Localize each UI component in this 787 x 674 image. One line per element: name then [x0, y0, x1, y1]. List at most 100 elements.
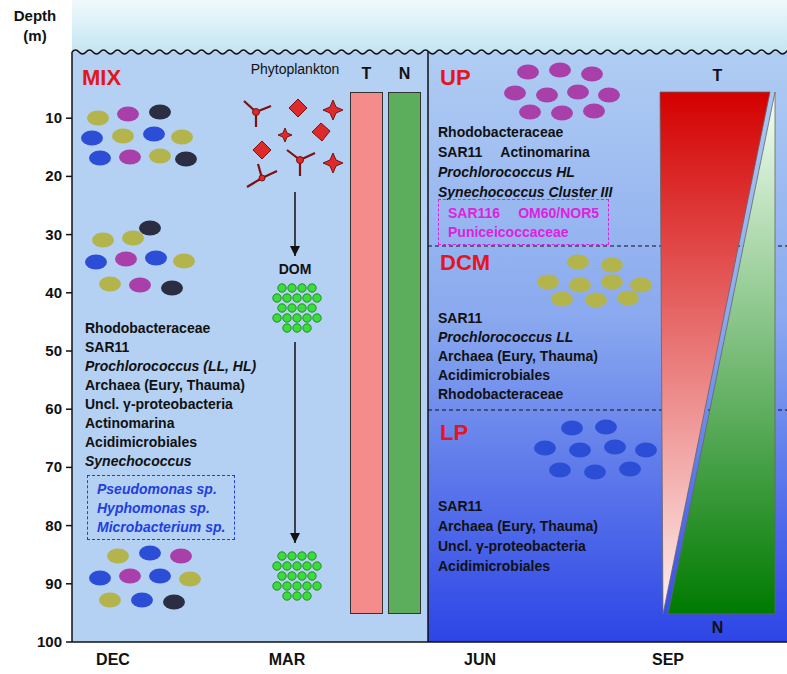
- bacterial-cell: [149, 569, 171, 584]
- dom-particle: [293, 582, 301, 590]
- depth-tick: [66, 176, 72, 178]
- bacterial-cell: [537, 275, 559, 290]
- label-holder: 100: [20, 633, 62, 651]
- dom-particle: [303, 294, 311, 302]
- bacterial-cell: [171, 130, 193, 145]
- taxon-name: Microbacterium sp.: [97, 518, 225, 537]
- dom-particle: [278, 284, 286, 292]
- gradient-bar: [350, 92, 383, 614]
- bacterial-cell: [569, 278, 591, 293]
- indicator-taxa-box: SAR116OM60/NOR5Puniceicoccaceae: [438, 199, 609, 245]
- phytoplankton-cell: [323, 153, 343, 173]
- dom-particle: [283, 592, 291, 600]
- taxon-name: Acidimicrobiales: [85, 433, 197, 452]
- dom-particle: [298, 572, 306, 580]
- taxa-row: Microbacterium sp.: [97, 517, 225, 536]
- dom-particle: [293, 562, 301, 570]
- phytoplankton-cell: [259, 175, 265, 181]
- label-holder: Depth (m): [6, 6, 64, 46]
- taxa-list: RhodobacteraceaeSAR11Prochlorococcus (LL…: [85, 318, 256, 470]
- dom-particle: [313, 562, 321, 570]
- dom-particle: [313, 582, 321, 590]
- depth-value: 100: [20, 633, 62, 651]
- depth-value: 50: [20, 342, 62, 360]
- taxon-name: Archaea (Eury, Thauma): [85, 376, 245, 395]
- bacterial-cell: [149, 149, 171, 164]
- taxa-row: Archaea (Eury, Thauma): [85, 375, 256, 394]
- label-holder: MAR: [247, 650, 327, 670]
- bacterial-cell: [601, 258, 623, 273]
- flow-arrow: [294, 192, 296, 256]
- phytoplankton-cells: [244, 99, 343, 187]
- dom-particle: [283, 314, 291, 322]
- bacterial-cell: [584, 465, 606, 480]
- bacterial-cell: [163, 595, 185, 610]
- taxa-row: SAR11: [438, 308, 598, 327]
- taxa-row: Prochlorococcus (LL, HL): [85, 356, 256, 375]
- bacterial-cell: [122, 231, 144, 246]
- label-holder: 60: [20, 400, 62, 418]
- depth-tick: [66, 525, 72, 527]
- label-holder: 10: [20, 109, 62, 127]
- taxa-row: SAR116OM60/NOR5: [448, 203, 599, 222]
- dom-particle: [303, 324, 311, 332]
- taxon-name: SAR11: [85, 338, 129, 357]
- dcm-layer-band: DCMSAR11Prochlorococcus LLArchaea (Eury,…: [428, 246, 787, 410]
- taxon-name: SAR11: [438, 496, 482, 516]
- bacterial-cell: [598, 88, 620, 103]
- taxon-name: SAR11: [438, 142, 482, 162]
- gradient-bar: [388, 92, 421, 614]
- axis-title: Depth (m): [6, 6, 64, 46]
- phytoplankton-cell: [253, 109, 260, 116]
- label-holder: 30: [20, 226, 62, 244]
- bacterial-cell: [581, 67, 603, 82]
- label-holder: SEP: [628, 650, 708, 670]
- bacterial-cell: [630, 278, 652, 293]
- phytoplankton-cell: [287, 150, 315, 176]
- panel-divider: [427, 52, 429, 642]
- gradient-triangles: TN: [655, 64, 780, 640]
- taxon-name: Pseudomonas sp.: [97, 480, 217, 499]
- nutrient-bar: N: [388, 62, 421, 614]
- label-holder: 20: [20, 167, 62, 185]
- mixed-season-panel: MIXRhodobacteraceaeSAR11Prochlorococcus …: [72, 55, 428, 642]
- dom-particles: [273, 284, 321, 600]
- dom-particle: [293, 324, 301, 332]
- taxa-row: Uncl. γ-proteobacteria: [85, 394, 256, 413]
- month-label: DEC: [73, 650, 153, 670]
- dom-particle: [273, 582, 281, 590]
- label-holder: 70: [20, 458, 62, 476]
- bacterial-cell: [119, 150, 141, 165]
- dom-particle: [303, 582, 311, 590]
- bar-heading: N: [388, 62, 421, 86]
- stratified-water-panel: [428, 52, 787, 642]
- taxon-name: Uncl. γ-proteobacteria: [438, 536, 586, 556]
- taxa-row: Uncl. γ-proteobacteria: [438, 536, 598, 556]
- bacterial-cell: [536, 88, 558, 103]
- depth-tick: [66, 234, 72, 236]
- depth-tick: [66, 408, 72, 410]
- region-heading: UP: [440, 65, 471, 90]
- group-caption: Phytoplankton: [240, 60, 350, 78]
- bacterial-cell: [175, 152, 197, 167]
- taxon-name: Synechococcus: [85, 452, 192, 471]
- taxon-name: Archaea (Eury, Thauma): [438, 347, 598, 366]
- bacterial-cell: [504, 86, 526, 101]
- taxon-name: Archaea (Eury, Thauma): [438, 516, 598, 536]
- dom-particle: [303, 562, 311, 570]
- dom-particle: [308, 552, 316, 560]
- taxon-name: Actinomarina: [500, 142, 589, 162]
- phytoplankton-cell: [247, 164, 277, 187]
- bacterial-cell: [107, 549, 129, 564]
- bacterial-cell: [119, 569, 141, 584]
- bacterial-cell: [149, 105, 171, 120]
- taxa-row: Hyphomonas sp.: [97, 498, 225, 517]
- dom-particle: [273, 562, 281, 570]
- label-holder: 40: [20, 284, 62, 302]
- label-holder: DEC: [73, 650, 153, 670]
- month-label: SEP: [628, 650, 708, 670]
- bacterial-cell: [549, 63, 571, 78]
- dom-particle: [298, 552, 306, 560]
- bacterial-cell: [173, 254, 195, 269]
